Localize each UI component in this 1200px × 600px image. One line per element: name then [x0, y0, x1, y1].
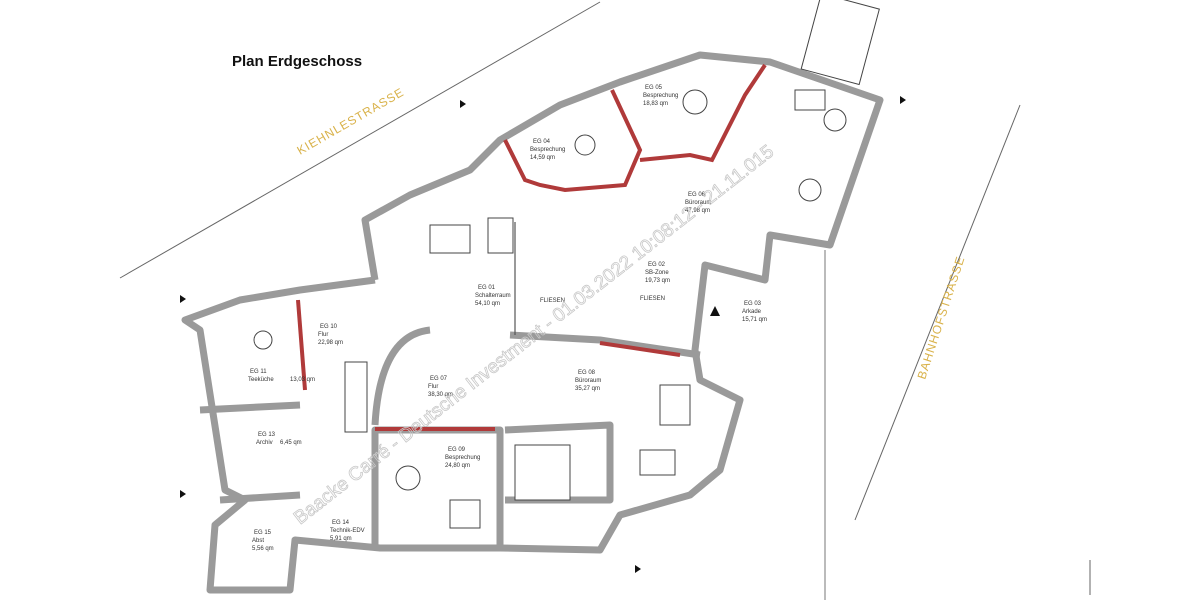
- interior-wall: [219, 491, 301, 504]
- new-wall: [639, 63, 767, 163]
- desk: [794, 89, 826, 111]
- svg-text:47,98 qm: 47,98 qm: [685, 208, 710, 214]
- desk: [487, 217, 514, 254]
- room-label-eg08: EG 08 Büroraum 35,27 qm: [575, 370, 601, 392]
- svg-text:5,56 qm: 5,56 qm: [252, 546, 274, 552]
- svg-text:Teeküche: Teeküche: [248, 377, 274, 383]
- svg-text:24,80 qm: 24,80 qm: [445, 463, 470, 469]
- svg-text:EG 05: EG 05: [645, 85, 663, 91]
- room-label-eg02: EG 02 SB-Zone 19,73 qm: [645, 262, 670, 284]
- svg-text:13,03 qm: 13,03 qm: [290, 377, 315, 383]
- desk: [639, 449, 676, 476]
- interior-wall: [509, 331, 701, 359]
- street-label-east: BAHNHOFSTRASSE: [915, 254, 968, 381]
- svg-text:35,27 qm: 35,27 qm: [575, 386, 600, 392]
- room-label-eg03: EG 03 Arkade 15,71 qm: [742, 301, 767, 323]
- room-label-eg13: EG 13 Archiv 6,45 qm: [256, 432, 302, 446]
- svg-text:6,45 qm: 6,45 qm: [280, 440, 302, 446]
- svg-text:EG 02: EG 02: [648, 262, 666, 268]
- svg-text:Flur: Flur: [318, 332, 328, 338]
- room-label-eg05: EG 05 Besprechung 18,83 qm: [643, 85, 678, 107]
- svg-text:22,98 qm: 22,98 qm: [318, 340, 343, 346]
- curved-wall: [371, 326, 431, 426]
- room-label-eg09: EG 09 Besprechung 24,80 qm: [445, 447, 480, 469]
- svg-text:EG 14: EG 14: [332, 520, 350, 526]
- kitchen-table: [253, 330, 273, 350]
- svg-text:38,30 qm: 38,30 qm: [428, 392, 453, 398]
- street-edge-line: [119, 1, 601, 279]
- svg-text:15,71 qm: 15,71 qm: [742, 317, 767, 323]
- interior-wall: [199, 401, 301, 414]
- new-wall: [296, 299, 307, 391]
- meeting-table: [682, 89, 708, 115]
- meeting-table: [395, 465, 421, 491]
- plan-title: Plan Erdgeschoss: [232, 53, 362, 70]
- desk-round-table: [823, 108, 847, 132]
- desk: [659, 384, 691, 426]
- svg-text:Abst: Abst: [252, 538, 264, 544]
- svg-text:Büroraum: Büroraum: [685, 200, 711, 206]
- svg-text:Archiv: Archiv: [256, 440, 273, 446]
- svg-text:Arkade: Arkade: [742, 309, 762, 315]
- svg-text:EG 03: EG 03: [744, 301, 762, 307]
- room-label-eg01: EG 01 Schalterraum 54,10 qm: [475, 285, 511, 307]
- svg-text:Besprechung: Besprechung: [643, 93, 678, 99]
- desk: [429, 224, 471, 254]
- svg-text:18,83 qm: 18,83 qm: [643, 101, 668, 107]
- stairs: [344, 361, 368, 433]
- svg-text:EG 08: EG 08: [578, 370, 596, 376]
- street-edge-line: [854, 104, 1021, 521]
- svg-text:EG 11: EG 11: [250, 369, 267, 375]
- stairs: [514, 444, 571, 501]
- svg-text:EG 04: EG 04: [533, 139, 551, 145]
- floor-mark-tiles: FLIESEN: [640, 296, 665, 302]
- room-label-eg14: EG 14 Technik-EDV 5,91 qm: [330, 520, 365, 542]
- room-label-eg04: EG 04 Besprechung 14,59 qm: [530, 139, 565, 161]
- svg-text:14,59 qm: 14,59 qm: [530, 155, 555, 161]
- outer-wall: [181, 51, 884, 594]
- street-label-north: KIEHNLESTRASSE: [295, 85, 407, 158]
- svg-text:EG 01: EG 01: [478, 285, 496, 291]
- svg-text:EG 15: EG 15: [254, 530, 272, 536]
- room-label-eg15: EG 15 Abst 5,56 qm: [252, 530, 274, 552]
- room-label-eg06: EG 06 Büroraum 47,98 qm: [685, 192, 711, 214]
- exterior-stairs: [800, 0, 880, 86]
- svg-text:EG 13: EG 13: [258, 432, 276, 438]
- svg-text:Schalterraum: Schalterraum: [475, 293, 511, 299]
- svg-text:EG 09: EG 09: [448, 447, 466, 453]
- room-label-eg11: EG 11 Teeküche 13,03 qm: [248, 369, 315, 383]
- svg-text:SB-Zone: SB-Zone: [645, 270, 669, 276]
- desk: [449, 499, 481, 529]
- svg-text:Besprechung: Besprechung: [530, 147, 565, 153]
- svg-text:Besprechung: Besprechung: [445, 455, 480, 461]
- room-label-eg07: EG 07 Flur 38,30 qm: [428, 376, 453, 398]
- svg-text:54,10 qm: 54,10 qm: [475, 301, 500, 307]
- svg-text:EG 07: EG 07: [430, 376, 448, 382]
- svg-text:Büroraum: Büroraum: [575, 378, 601, 384]
- svg-text:EG 10: EG 10: [320, 324, 338, 330]
- svg-text:Technik-EDV: Technik-EDV: [330, 528, 365, 534]
- floor-mark-tiles: FLIESEN: [540, 298, 565, 304]
- room-label-eg10: EG 10 Flur 22,98 qm: [318, 324, 343, 346]
- meeting-table: [574, 134, 596, 156]
- svg-text:5,91 qm: 5,91 qm: [330, 536, 352, 542]
- svg-text:EG 06: EG 06: [688, 192, 706, 198]
- svg-text:Flur: Flur: [428, 384, 438, 390]
- desk-round-table: [798, 178, 822, 202]
- new-wall: [599, 341, 681, 357]
- svg-text:19,73 qm: 19,73 qm: [645, 278, 670, 284]
- marker-triangle-icon: [180, 96, 906, 573]
- new-wall: [503, 89, 643, 193]
